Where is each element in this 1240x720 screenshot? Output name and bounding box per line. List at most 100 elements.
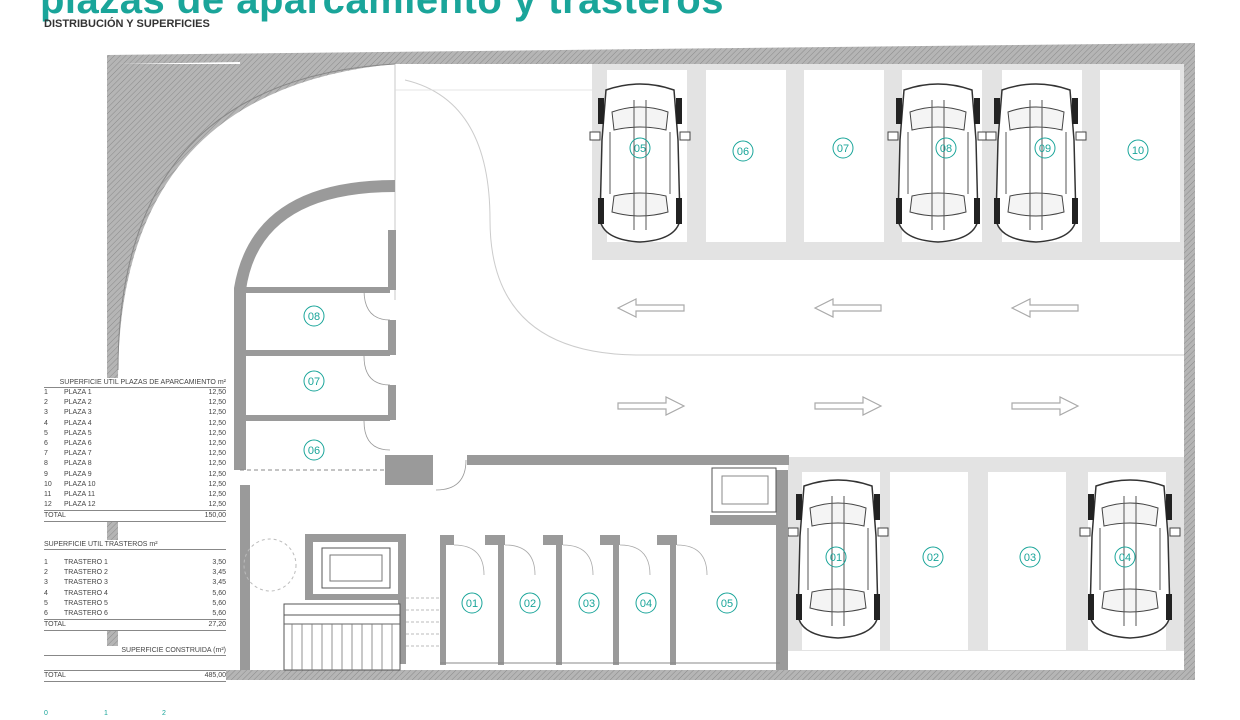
built-surface-table: SUPERFICIE CONSTRUIDA (m²) TOTAL 485,00 (44, 646, 226, 682)
svg-text:07: 07 (308, 376, 320, 388)
parking-row-value: 12,50 (208, 470, 226, 478)
parking-label-09: 09 (1034, 137, 1056, 159)
storage-row: 5 TRASTERO 5 5,60 (44, 599, 226, 609)
parking-row-value: 12,50 (208, 399, 226, 407)
svg-text:05: 05 (721, 598, 733, 610)
parking-row-number: 4 (44, 419, 48, 427)
parking-row-value: 12,50 (208, 419, 226, 427)
storage-label-02: 02 (519, 592, 541, 614)
storage-rooms-left (234, 180, 789, 491)
storage-row: 2 TRASTERO 2 3,45 (44, 568, 226, 578)
parking-row-name: PLAZA 6 (64, 439, 92, 447)
corner-fill (118, 64, 395, 380)
svg-text:10: 10 (1132, 145, 1144, 157)
parking-row-value: 12,50 (208, 490, 226, 498)
svg-text:08: 08 (940, 143, 952, 155)
room-label-07: 07 (303, 370, 325, 392)
built-table-total: TOTAL 485,00 (44, 670, 226, 682)
svg-text:01: 01 (830, 552, 842, 564)
page-title: plazas de aparcamiento y trasteros (40, 0, 724, 22)
storage-row: 6 TRASTERO 6 5,60 (44, 609, 226, 619)
parking-row-name: PLAZA 12 (64, 501, 96, 509)
parking-row-number: 10 (44, 480, 52, 488)
parking-row: 12 PLAZA 12 12,50 (44, 500, 226, 510)
parking-row-value: 12,50 (208, 439, 226, 447)
parking-row-value: 12,50 (208, 389, 226, 396)
parking-row-number: 8 (44, 460, 48, 468)
svg-text:02: 02 (927, 552, 939, 564)
storage-row-name: TRASTERO 2 (64, 569, 108, 577)
scale-tick-1: 1 (104, 710, 108, 717)
storage-row-value: 5,60 (212, 599, 226, 607)
parking-row-value: 12,50 (208, 460, 226, 468)
parking-row: 11 PLAZA 11 12,50 (44, 490, 226, 500)
parking-row-name: PLAZA 2 (64, 399, 92, 407)
parking-row-name: PLAZA 5 (64, 429, 92, 437)
parking-row-name: PLAZA 4 (64, 419, 92, 427)
storage-row-number: 1 (44, 559, 48, 566)
storage-row-name: TRASTERO 6 (64, 609, 108, 617)
parking-row-value: 12,50 (208, 429, 226, 437)
scale-tick-2: 2 (162, 710, 166, 717)
storage-row-name: TRASTERO 5 (64, 599, 108, 607)
parking-table-header: SUPERFICIE UTIL PLAZAS DE APARCAMIENTO m… (44, 378, 226, 388)
parking-row: 1 PLAZA 1 12,50 (44, 388, 226, 398)
parking-row-number: 6 (44, 439, 48, 447)
parking-label-10: 10 (1127, 139, 1149, 161)
parking-row-number: 12 (44, 501, 52, 509)
storage-row-value: 5,60 (212, 609, 226, 617)
parking-row-name: PLAZA 11 (64, 490, 96, 498)
room-label-06: 06 (303, 439, 325, 461)
storage-label-01: 01 (461, 592, 483, 614)
parking-label-03: 03 (1019, 546, 1041, 568)
parking-table-total: TOTAL 150,00 (44, 510, 226, 523)
parking-surface-table: SUPERFICIE UTIL PLAZAS DE APARCAMIENTO m… (44, 378, 226, 523)
parking-row-value: 12,50 (208, 501, 226, 509)
parking-label-08: 08 (935, 137, 957, 159)
svg-text:02: 02 (524, 598, 536, 610)
parking-row-number: 7 (44, 450, 48, 458)
storage-label-03: 03 (578, 592, 600, 614)
storage-block-bottom (240, 467, 788, 671)
svg-text:03: 03 (1024, 552, 1036, 564)
parking-row-name: PLAZA 1 (64, 389, 92, 396)
storage-row-number: 4 (44, 589, 48, 597)
svg-text:06: 06 (308, 445, 320, 457)
parking-row-number: 3 (44, 409, 48, 417)
parking-row-number: 1 (44, 389, 48, 396)
storage-row-number: 5 (44, 599, 48, 607)
parking-row-name: PLAZA 3 (64, 409, 92, 417)
parking-row-number: 5 (44, 429, 48, 437)
parking-label-02: 02 (922, 546, 944, 568)
parking-row: 6 PLAZA 6 12,50 (44, 439, 226, 449)
storage-row-value: 3,50 (212, 559, 226, 566)
storage-row-value: 3,45 (212, 579, 226, 587)
parking-row-name: PLAZA 7 (64, 450, 92, 458)
storage-row-name: TRASTERO 3 (64, 579, 108, 587)
svg-text:03: 03 (583, 598, 595, 610)
svg-text:04: 04 (640, 598, 652, 610)
storage-row-number: 2 (44, 569, 48, 577)
storage-label-04: 04 (635, 592, 657, 614)
room-label-08: 08 (303, 305, 325, 327)
parking-row-number: 11 (44, 490, 52, 498)
storage-row-number: 6 (44, 609, 48, 617)
scale-tick-0: 0 (44, 710, 48, 717)
svg-text:06: 06 (737, 146, 749, 158)
svg-text:04: 04 (1119, 552, 1131, 564)
storage-row-value: 3,45 (212, 569, 226, 577)
svg-text:09: 09 (1039, 143, 1051, 155)
page-subtitle: DISTRIBUCIÓN Y SUPERFICIES (44, 18, 210, 30)
parking-row-number: 2 (44, 399, 48, 407)
parking-label-07: 07 (832, 137, 854, 159)
